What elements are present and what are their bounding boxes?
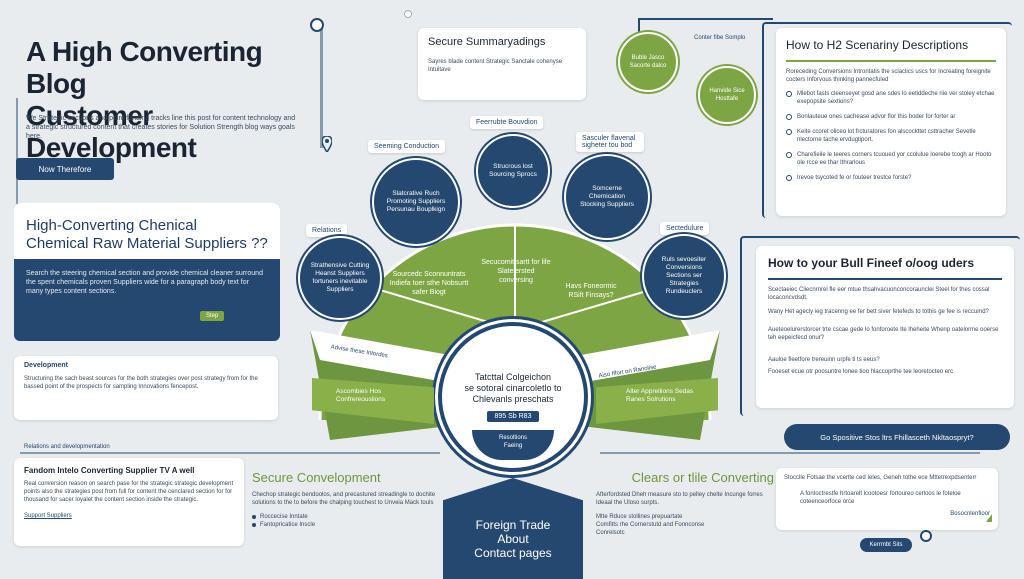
corner-triangle-icon [986,514,992,522]
right-mid-frame [740,236,1020,416]
h2-scenario-card: How to H2 Scenariny Descriptions Roreced… [776,28,1006,216]
foreign-trade-tab[interactable]: Foreign Trade About Contact pages [443,478,583,579]
navy-divider [768,278,1002,280]
connector-line [20,452,440,454]
development-card: Development Structuring the sach beast s… [14,356,278,420]
node-dot [404,10,412,18]
tag-feerrubte-bouvdion: Feerrubte Bouvdion [470,116,544,129]
kerrmbt-sits-button[interactable]: Kerrmbt Sits [860,538,912,552]
supplier-card: Fandom Intelo Converting Supplier TV A w… [14,458,244,546]
left-card-header: High-Converting Chenical Chemical Raw Ma… [14,203,280,259]
left-card-chip[interactable]: Step [200,311,225,321]
bull-fineef-card: How to your Bull Fineef o/oog uders Scec… [756,246,1014,408]
arc-left-text: Sourcedc Sconnuntrats Indiefa toer sthe … [389,271,469,296]
right-frame [762,22,1012,218]
circle-icon [786,175,792,181]
circle-icon [786,129,792,135]
go-spositive-pill[interactable]: Go Spositive Stos ltrs Fhillasceth Nklta… [784,424,1010,450]
bubble-right: Ruls sevoesiter Conversions Sections ser… [642,234,726,318]
green-divider [786,60,996,62]
bubble-top-center: Strucrous lost Sourcing Sprocs [476,134,550,208]
top-mini-label: Conter fibe Somplo [694,35,746,41]
bubble-top-left: Slatcrative Ruch Promoting Suppliers Per… [372,158,460,246]
support-suppliers-link[interactable]: Support Suppliers [24,513,72,519]
center-badge: 895 Sb R83 [486,411,540,422]
right-bottom-card: Stocclle Fotsae the vcerlte ced Ieles, G… [776,468,998,530]
arc-center-text: Secucomit sartt for life Slatelersted co… [481,259,551,284]
left-feature-card: High-Converting Chenical Chemical Raw Ma… [14,203,280,341]
green-bubble-one: Buble Jasco Sacorte dalco [618,32,678,92]
relations-strip: Relations and developmentation [20,443,114,451]
tag-sectedulure: Sectedulure [660,222,710,235]
bullet-icon [252,515,256,519]
node-dot [920,530,932,542]
secure-summary-card: Secure Summaryadings Sayres blade conten… [418,28,586,100]
left-card-body: Search the steering chemical section and… [26,270,263,295]
bubble-top-right: Somcerne Chemication Stocking Suppliers [564,154,650,240]
tag-sasculer: Sasculer flavenal sigheter tou bod [576,132,644,152]
connector-line [320,28,323,148]
secure-convelopment-section: Secure Convelopment Chechop strategic be… [252,470,436,528]
now-therefore-button[interactable]: Now Therefore [16,158,114,180]
circle-icon [786,91,792,97]
connector-line [638,18,773,20]
center-dial-footer: Resoltions Faeing [472,430,554,460]
tag-seeming-conduction: Seeming Conduction [368,140,445,153]
arc-right-text: Havs Foneormic RSift Finsays? [565,283,617,299]
clears-converting-section: Clears or tlile Converting Afterfordsted… [596,470,774,536]
header-intro: We Strategic sections and point fonding … [26,115,296,140]
page-title: A High Converting Blog Customer Developm… [26,36,263,163]
arc-divider [514,289,651,331]
tag-relations: Relations [306,224,348,237]
bubble-left: Strathensive Cutting Heanst Suppliers fo… [298,236,382,320]
bullet-icon [252,523,256,527]
node-dot [310,18,324,32]
green-bubble-two: Hanvide Sice Hosttafe [698,66,756,124]
circle-icon [786,114,792,120]
location-pin-icon [321,135,333,154]
arc-divider [379,289,516,331]
connector-line [600,452,980,454]
circle-icon [786,152,792,158]
